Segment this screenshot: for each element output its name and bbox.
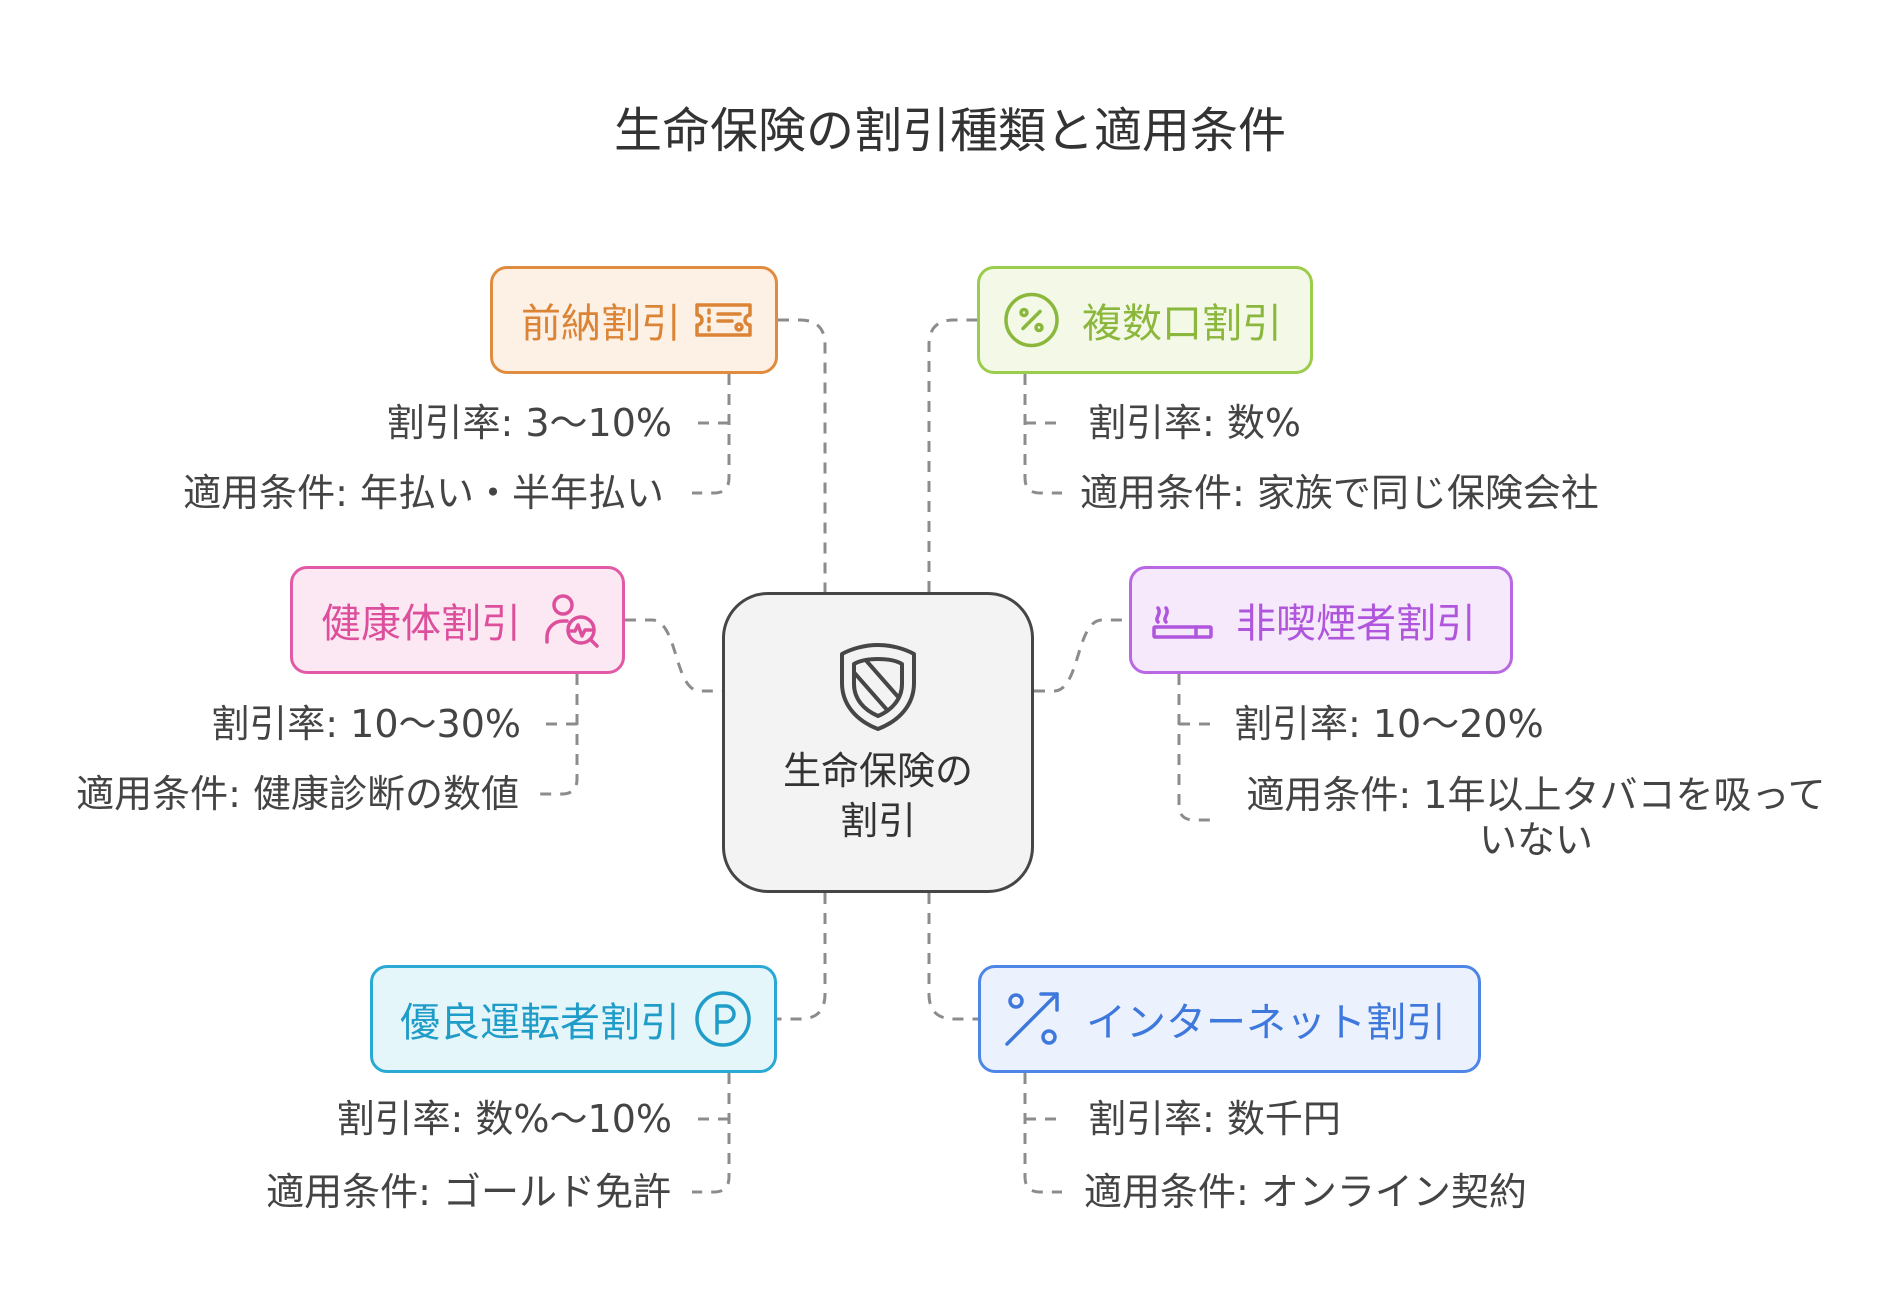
- condition-healthy-body-discount: 適用条件: 健康診断の数値: [76, 772, 519, 816]
- connector-driver-details: [692, 1073, 731, 1194]
- center-label: 生命保険の 割引: [725, 746, 1031, 846]
- connector-healthy-details: [540, 674, 579, 796]
- node-label: 複数口割引: [1082, 301, 1282, 347]
- node-label: 非喫煙者割引: [1236, 601, 1476, 647]
- node-prepayment-discount: 前納割引: [490, 266, 778, 374]
- rate-prepayment-discount: 割引率: 3〜10%: [386, 401, 672, 445]
- health-check-person-icon: [543, 590, 601, 650]
- connector-internet-details: [1023, 1073, 1062, 1194]
- percent-circle-icon: [1003, 292, 1060, 349]
- node-label: 優良運転者割引: [400, 1000, 680, 1046]
- node-internet-discount: インターネット割引: [978, 965, 1481, 1073]
- center-node: 生命保険の 割引: [722, 592, 1034, 893]
- condition-line: いない: [1478, 818, 1593, 862]
- condition-prepayment-discount: 適用条件: 年払い・半年払い: [183, 471, 664, 515]
- condition-multiple-policy-discount: 適用条件: 家族で同じ保険会社: [1080, 471, 1599, 515]
- node-label: 前納割引: [521, 301, 681, 347]
- rate-healthy-body-discount: 割引率: 10〜30%: [211, 702, 521, 746]
- condition-internet-discount: 適用条件: オンライン契約: [1084, 1170, 1527, 1214]
- node-label: 健康体割引: [321, 601, 521, 647]
- connector-center-prepayment: [778, 318, 827, 592]
- condition-line: 適用条件: 1年以上タバコを吸って: [1246, 773, 1826, 817]
- connector-center-internet: [927, 893, 978, 1021]
- connector-center-multiple: [927, 318, 977, 592]
- connector-prepayment-details: [692, 374, 731, 495]
- connector-center-driver: [777, 893, 827, 1021]
- node-healthy-body-discount: 健康体割引: [290, 566, 625, 674]
- connector-center-healthy: [625, 618, 722, 693]
- connector-nonsmoker-details: [1177, 674, 1216, 822]
- rate-non-smoker-discount: 割引率: 10〜20%: [1234, 702, 1544, 746]
- shield-icon: [837, 641, 919, 733]
- diagram-title: 生命保険の割引種類と適用条件: [613, 103, 1286, 159]
- node-multiple-policy-discount: 複数口割引: [977, 266, 1313, 374]
- ticket-icon: [693, 300, 754, 340]
- rate-internet-discount: 割引率: 数千円: [1088, 1097, 1341, 1141]
- cigarette-icon: [1151, 599, 1214, 641]
- condition-safe-driver-discount: 適用条件: ゴールド免許: [266, 1170, 671, 1214]
- discount-arrow-icon: [1001, 988, 1064, 1050]
- node-label: インターネット割引: [1086, 1000, 1446, 1046]
- node-non-smoker-discount: 非喫煙者割引: [1129, 566, 1513, 674]
- condition-non-smoker-discount: 適用条件: 1年以上タバコを吸って いない: [1236, 773, 1836, 863]
- connector-center-nonsmoker: [1034, 618, 1129, 693]
- node-safe-driver-discount: 優良運転者割引: [370, 965, 777, 1073]
- center-label-line: 割引: [839, 799, 916, 843]
- p-circle-icon: [693, 989, 753, 1049]
- rate-safe-driver-discount: 割引率: 数%〜10%: [336, 1097, 672, 1141]
- center-label-line: 生命保険の: [782, 749, 973, 793]
- rate-multiple-policy-discount: 割引率: 数%: [1088, 401, 1301, 445]
- connector-multiple-details: [1023, 374, 1062, 495]
